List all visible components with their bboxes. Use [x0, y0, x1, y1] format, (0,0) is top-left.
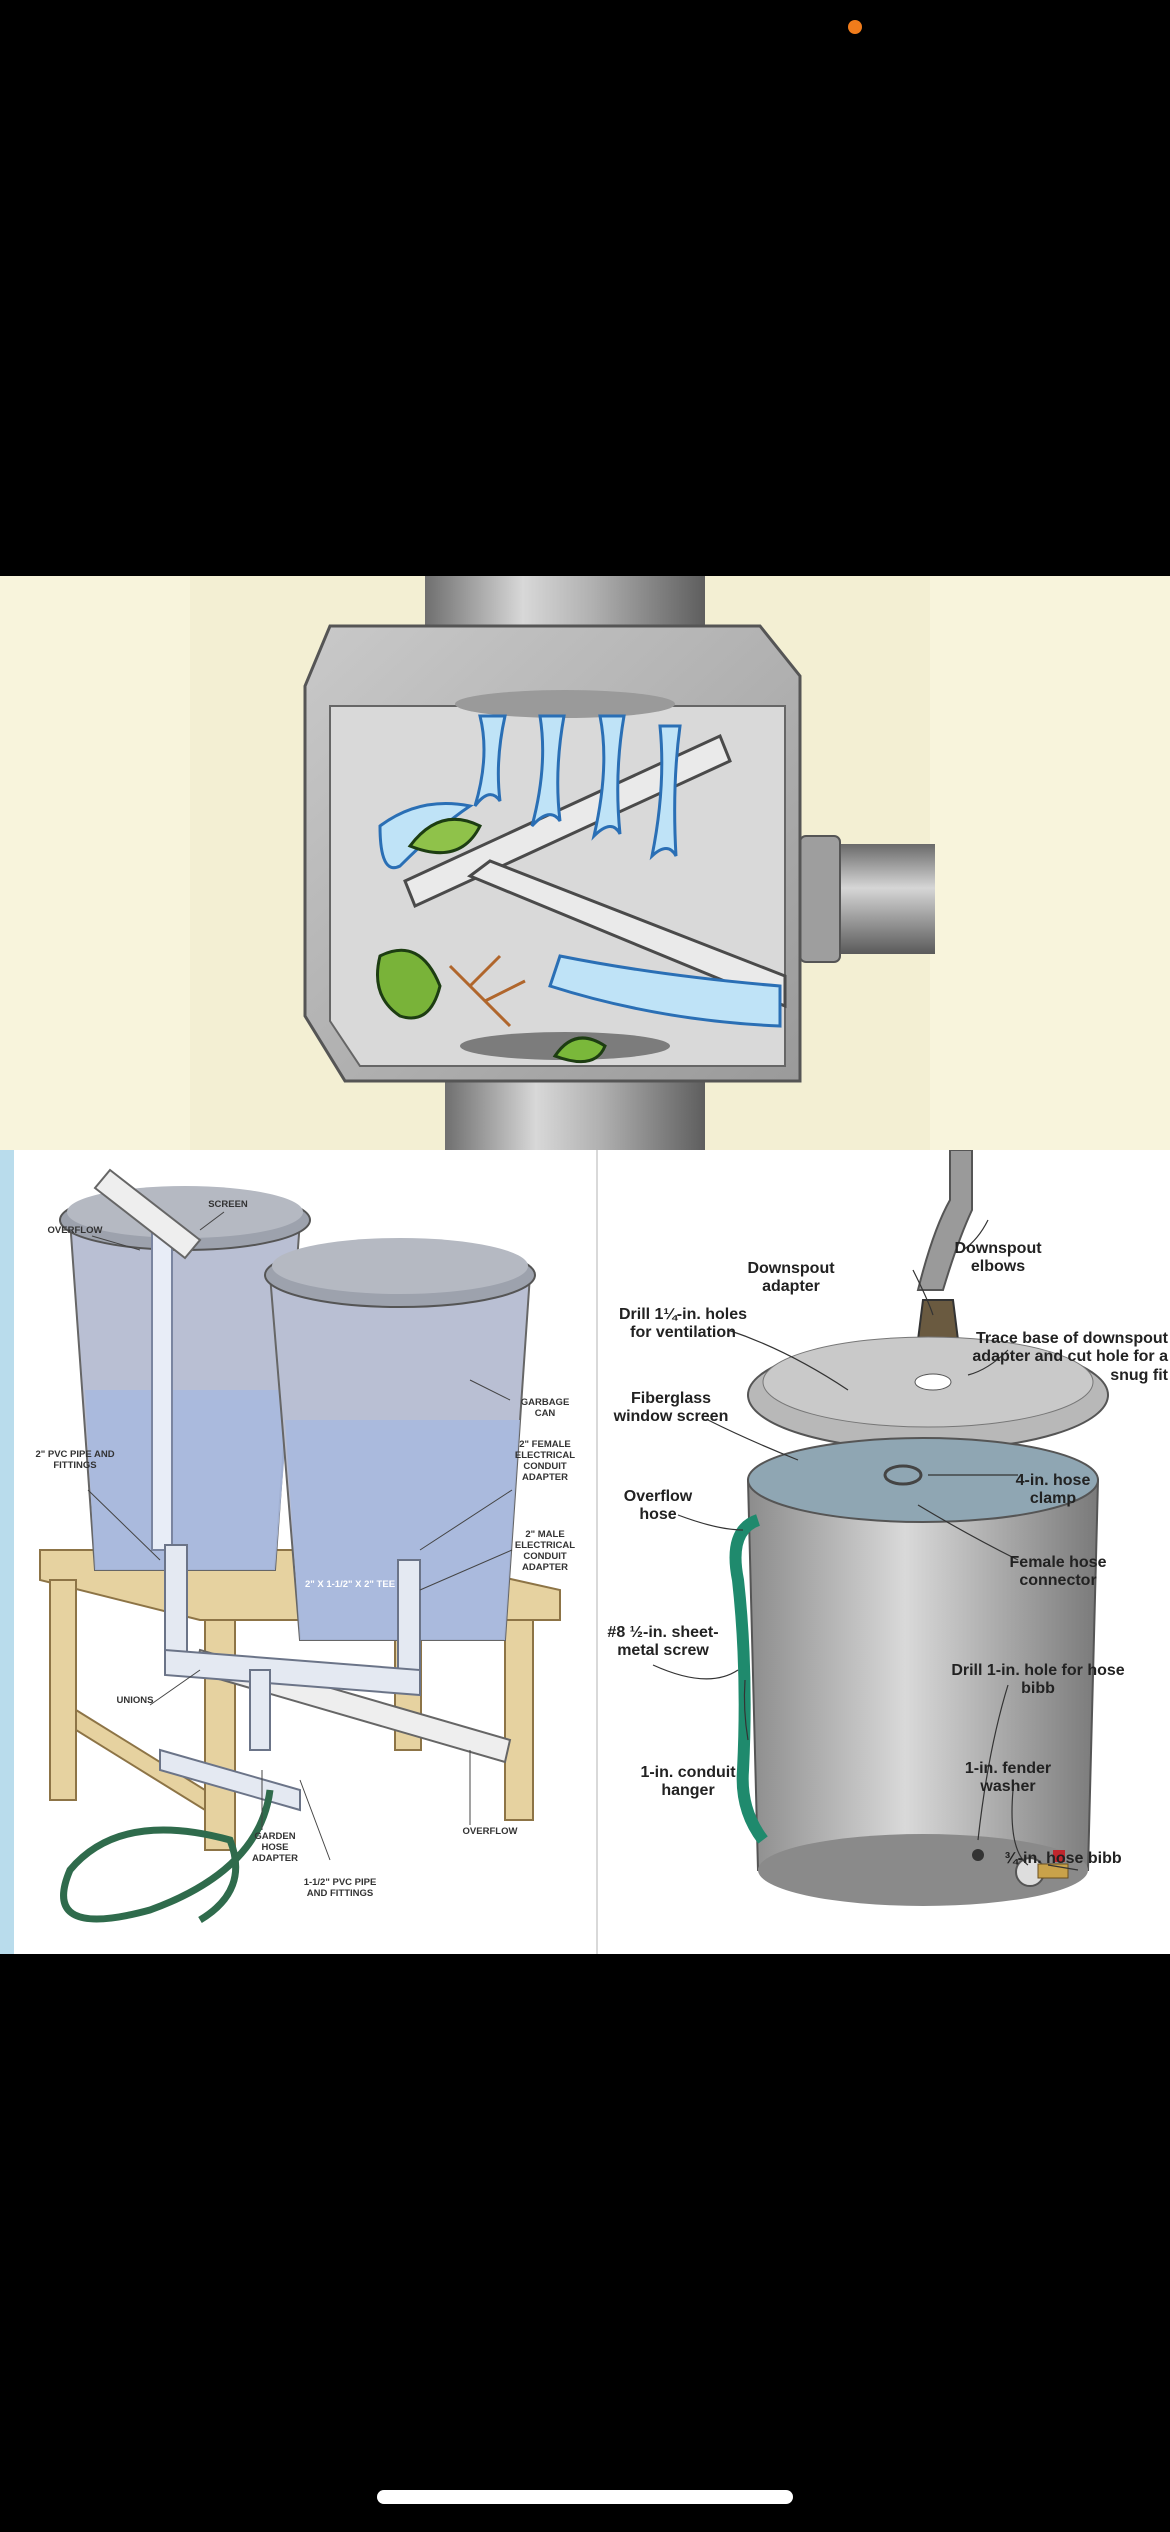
single-can-barrel: Downspout adapter Downspout elbows Drill… [598, 1150, 1170, 1954]
leader-lines [87, 1211, 513, 1861]
label-female-adapter: 2" FEMALE ELECTRICAL CONDUIT ADAPTER [514, 1439, 576, 1483]
panel-divider [596, 1150, 598, 1954]
leaves-debris [376, 817, 607, 1064]
barrel-lid [747, 1336, 1109, 1451]
single-can-drawing [652, 1150, 1109, 1906]
label-hose-bibb: ¾-in. hose bibb [1004, 1850, 1122, 1867]
garbage-can-right [264, 1238, 536, 1641]
garbage-can-left [59, 1186, 311, 1571]
downspout-elbows [916, 1150, 973, 1291]
recording-indicator-dot [848, 20, 862, 34]
label-fiberglass-screen: Fiberglass window screen [613, 1390, 729, 1426]
label-unions: UNIONS [116, 1695, 154, 1706]
label-trace-base: Trace base of downspout adapter and cut … [972, 1330, 1168, 1384]
garden-hose [60, 1789, 274, 1924]
pvc-pipe-fittings [159, 1544, 421, 1812]
label-overflow-top: OVERFLOW [47, 1225, 103, 1236]
two-can-barrel-system: SCREEN OVERFLOW GARBAGE CAN 2" PVC PIPE … [0, 1150, 598, 1954]
label-downspout-elbows: Downspout elbows [954, 1240, 1042, 1276]
label-fender-washer: 1-in. fender washer [964, 1760, 1052, 1796]
twig-debris [448, 954, 526, 1028]
label-female-connector: Female hose connector [1009, 1554, 1107, 1590]
label-drill-hose-bibb: Drill 1-in. hole for hose bibb [951, 1662, 1125, 1698]
label-pvc-fittings-small: 1-1/2" PVC PIPE AND FITTINGS [303, 1877, 377, 1899]
hose-clamp [883, 1464, 923, 1486]
label-sheet-metal-screw: #8 ½-in. sheet-metal screw [607, 1624, 719, 1660]
two-can-drawing [0, 1150, 561, 1954]
label-overflow-bottom: OVERFLOW [462, 1826, 518, 1837]
label-screen: SCREEN [208, 1199, 248, 1210]
home-indicator-bar[interactable] [377, 2490, 793, 2504]
label-garden-hose-adapter: GARDEN HOSE ADAPTER [252, 1831, 298, 1864]
downspout-filter-illustration [0, 576, 1170, 1156]
label-male-adapter: 2" MALE ELECTRICAL CONDUIT ADAPTER [514, 1529, 576, 1573]
label-conduit-hanger: 1-in. conduit hanger [640, 1764, 736, 1800]
label-tee: 2" x 1-1/2" x 2" TEE [304, 1579, 396, 1590]
label-pvc-pipe: 2" PVC PIPE AND FITTINGS [35, 1449, 115, 1471]
overflow-hose [729, 1514, 768, 1844]
rain-barrel-diagrams: SCREEN OVERFLOW GARBAGE CAN 2" PVC PIPE … [0, 1150, 1170, 1954]
filter-cutaway-drawing [190, 576, 935, 1156]
downspout-adapter [916, 1299, 960, 1341]
label-hose-clamp: 4-in. hose clamp [1015, 1472, 1091, 1508]
label-downspout-adapter: Downspout adapter [747, 1260, 835, 1296]
label-drill-ventilation: Drill 1¼-in. holes for ventilation [618, 1306, 748, 1342]
label-garbage-can: GARBAGE CAN [520, 1397, 570, 1419]
callout-arrows [652, 1219, 1079, 1871]
label-overflow-hose: Overflow hose [623, 1488, 693, 1524]
